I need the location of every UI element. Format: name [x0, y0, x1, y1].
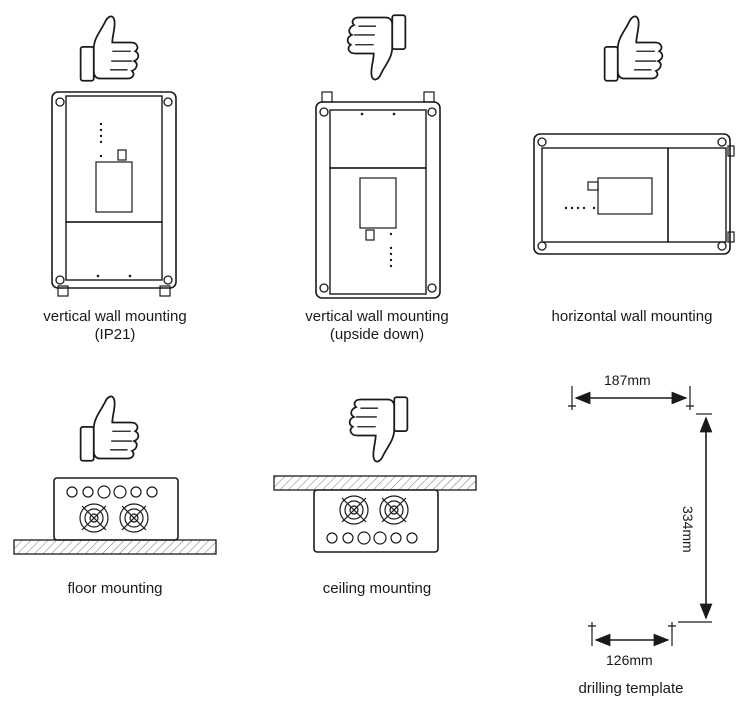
dimension-height: 334mm — [680, 506, 696, 553]
ceiling-mount-drawing — [273, 475, 477, 553]
dimension-bottom-width: 126mm — [606, 652, 653, 668]
dimension-top-width: 187mm — [604, 372, 651, 388]
thumbs-down-icon — [346, 14, 407, 81]
drive-unit-upside-down — [315, 91, 441, 299]
floor-mount-drawing — [13, 477, 217, 555]
panel-floor: floor mounting — [0, 380, 230, 610]
caption-drilling-template: drilling template — [578, 680, 684, 697]
thumbs-up-icon — [79, 15, 140, 82]
thumbs-up-icon — [603, 15, 664, 82]
caption-ceiling: ceiling mounting — [322, 580, 432, 597]
panel-vertical-upside-down: vertical wall mounting (upside down) — [262, 0, 492, 350]
panel-vertical-wall: vertical wall mounting (IP21) — [0, 0, 230, 350]
drilling-template-drawing — [568, 386, 713, 647]
caption-upside-down: vertical wall mounting (upside down) — [305, 308, 449, 343]
panel-ceiling: ceiling mounting — [262, 380, 492, 610]
caption-floor: floor mounting — [67, 580, 163, 597]
caption-horizontal-wall: horizontal wall mounting — [551, 308, 713, 325]
drive-unit-vertical — [51, 91, 177, 297]
panel-drilling-template: 187mm 334mm 126mm drilling template — [520, 360, 744, 714]
drive-unit-horizontal — [533, 133, 735, 255]
caption-vertical-wall: vertical wall mounting (IP21) — [43, 308, 187, 343]
panel-horizontal-wall: horizontal wall mounting — [520, 0, 744, 350]
thumbs-down-icon — [348, 396, 409, 463]
thumbs-up-icon — [79, 395, 140, 462]
